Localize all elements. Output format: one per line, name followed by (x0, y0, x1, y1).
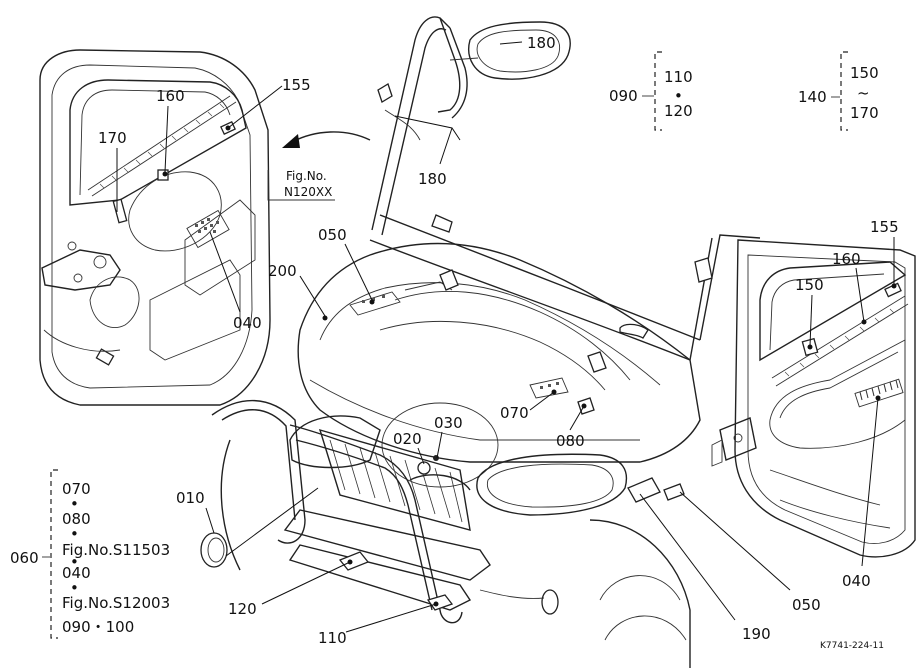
callout-080: 080 (556, 432, 585, 450)
group-060-sep-2: • (70, 525, 79, 543)
callout-180-mid: 180 (418, 170, 447, 188)
callout-180-top: 180 (527, 34, 556, 52)
callout-050-right: 050 (792, 596, 821, 614)
group-140-item1: 150 (850, 64, 879, 82)
callout-160-right: 160 (832, 250, 861, 268)
callout-010: 010 (176, 489, 205, 507)
group-060-item-080: 080 (62, 510, 91, 528)
arrow-head-icon (282, 134, 300, 148)
group-140-item2: 170 (850, 104, 879, 122)
fig-ref-line2: N120XX (284, 185, 332, 199)
leader-dots (162, 125, 897, 607)
right-door-panel (663, 239, 916, 558)
callout-040-right: 040 (842, 572, 871, 590)
group-060-item-s12003: Fig.No.S12003 (62, 594, 170, 612)
fig-ref-line1: Fig.No. (286, 169, 327, 183)
group-140-sep: ~ (857, 84, 870, 102)
detail-circle (381, 402, 499, 488)
group-060-sep-3: • (70, 553, 79, 571)
hood-assembly (200, 242, 701, 668)
group-140: 140 150 ~ 170 (798, 51, 879, 131)
callout-110: 110 (318, 629, 347, 647)
callout-020: 020 (393, 430, 422, 448)
callout-160-left: 160 (156, 87, 185, 105)
group-060-sep-4: • (70, 579, 79, 597)
drawing-code: K7741-224-11 (820, 641, 884, 651)
group-090-sep: • (674, 87, 683, 105)
figure-reference-box: Fig.No. N120XX (267, 131, 371, 201)
leader-lines (116, 41, 895, 633)
group-060-item-040: 040 (62, 564, 91, 582)
group-060-item-070: 070 (62, 480, 91, 498)
left-door-panel (39, 49, 271, 406)
callout-030: 030 (434, 414, 463, 432)
group-060-sep-1: • (70, 495, 79, 513)
group-060: 060 070 • 080 • Fig.No.S11503 • 040 • Fi… (10, 469, 170, 639)
callout-190: 190 (742, 625, 771, 643)
group-090-item1: 110 (664, 68, 693, 86)
group-140-parent: 140 (798, 88, 827, 106)
callout-155-right: 155 (870, 218, 899, 236)
callout-200: 200 (268, 262, 297, 280)
group-090: 090 110 • 120 (609, 51, 693, 131)
callout-155-left: 155 (282, 76, 311, 94)
group-060-item-090-100: 090・100 (62, 618, 134, 636)
group-090-item2: 120 (664, 102, 693, 120)
callout-150: 150 (795, 276, 824, 294)
group-060-parent: 060 (10, 549, 39, 567)
callout-040-left: 040 (233, 314, 262, 332)
callout-labels: 180 180 160 155 170 040 050 200 070 080 … (98, 34, 899, 647)
callout-170: 170 (98, 129, 127, 147)
callout-050-hood: 050 (318, 226, 347, 244)
callout-070: 070 (500, 404, 529, 422)
group-090-parent: 090 (609, 87, 638, 105)
callout-120: 120 (228, 600, 257, 618)
group-060-item-s11503: Fig.No.S11503 (62, 541, 170, 559)
cab-frame (369, 16, 761, 361)
